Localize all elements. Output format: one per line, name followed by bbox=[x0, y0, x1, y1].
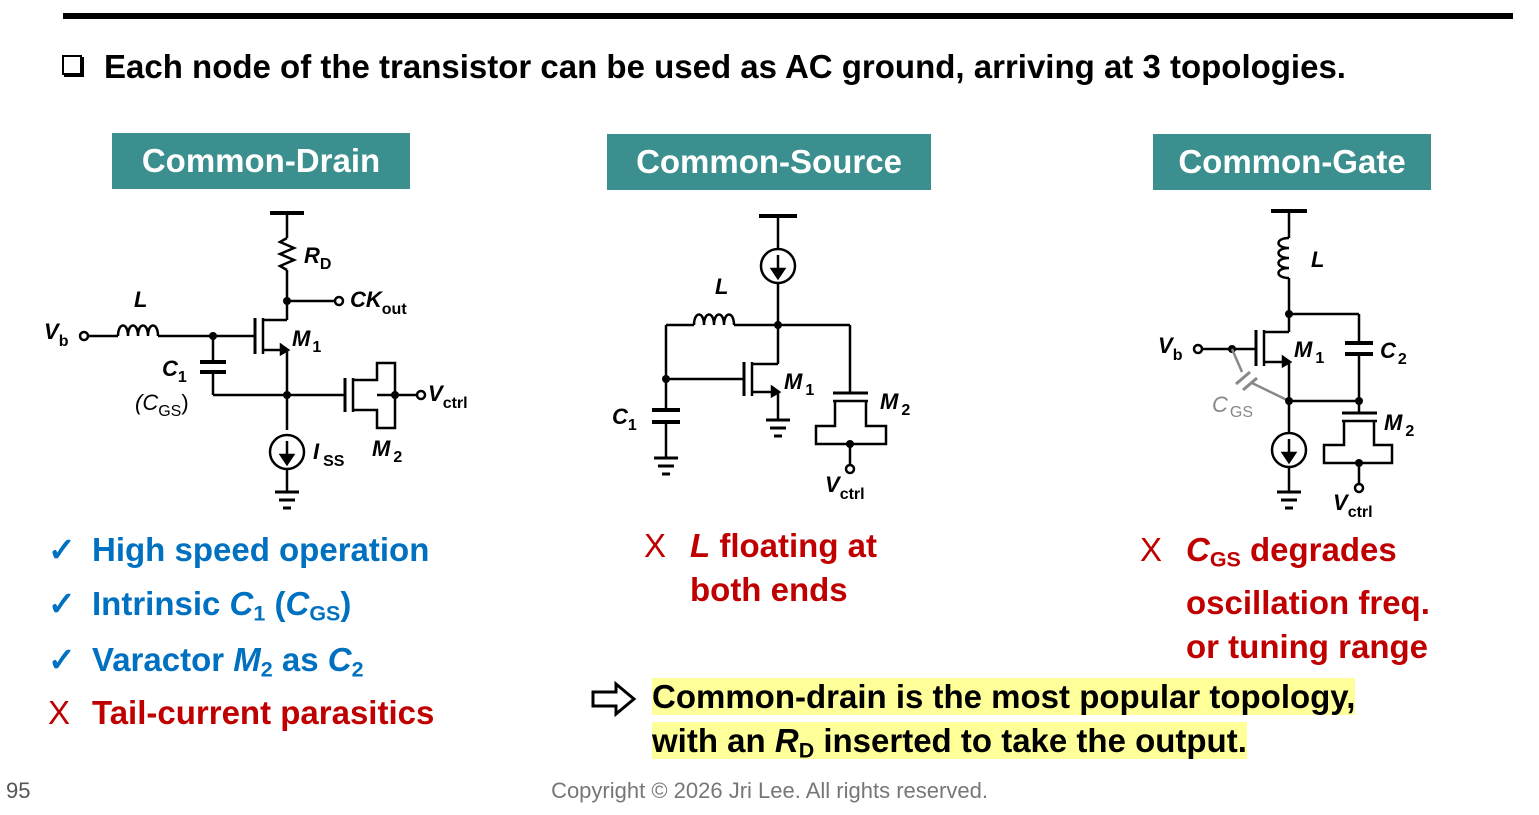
label-common-drain: Common-Drain bbox=[112, 133, 410, 189]
cs-c1-label: C1 bbox=[612, 404, 637, 434]
cd-point-3: ✓Varactor M2 as C2 bbox=[48, 641, 364, 682]
cross-icon: X bbox=[644, 527, 667, 564]
cd-rd-resistor-icon bbox=[276, 236, 298, 272]
conclusion-line-2: with an RD inserted to take the output. bbox=[652, 722, 1247, 763]
check-icon: ✓ bbox=[48, 531, 76, 568]
bullet-box-icon bbox=[62, 55, 82, 75]
cd-rd-label: RD bbox=[304, 243, 331, 273]
cd-vctrl-label: Vctrl bbox=[428, 381, 468, 412]
cs-vctrl-label: Vctrl bbox=[825, 472, 865, 503]
cd-ckout-label: CKout bbox=[350, 287, 407, 318]
cg-inductor-icon bbox=[1277, 236, 1290, 280]
check-icon: ✓ bbox=[48, 585, 76, 622]
label-common-gate: Common-Gate bbox=[1153, 134, 1431, 190]
cross-icon: X bbox=[48, 694, 71, 731]
cs-circuit bbox=[652, 214, 888, 476]
page-number: 95 bbox=[6, 778, 31, 803]
cs-l-label: L bbox=[715, 274, 728, 299]
arrow-right-icon bbox=[591, 681, 637, 717]
copyright: Copyright © 2026 Jri Lee. All rights res… bbox=[551, 778, 988, 803]
label-common-source: Common-Source bbox=[607, 134, 931, 190]
cs-inductor-icon bbox=[692, 313, 736, 326]
cross-icon: X bbox=[1140, 531, 1163, 568]
cg-l-label: L bbox=[1311, 247, 1324, 272]
cg-cgs-capacitor-icon bbox=[1230, 348, 1290, 403]
headline: Each node of the transistor can be used … bbox=[62, 48, 1346, 86]
headline-text: Each node of the transistor can be used … bbox=[104, 48, 1346, 85]
cd-inductor-icon bbox=[116, 324, 160, 337]
cd-circuit bbox=[78, 211, 427, 510]
cd-c1-label: C1 bbox=[162, 356, 187, 386]
conclusion-line-1: Common-drain is the most popular topolog… bbox=[652, 678, 1356, 715]
cg-vctrl-label: Vctrl bbox=[1333, 490, 1373, 521]
cd-cgs-label: (CGS) bbox=[135, 390, 189, 420]
check-icon: ✓ bbox=[48, 641, 76, 678]
cg-vb-label: Vb bbox=[1158, 333, 1183, 364]
cd-l-label: L bbox=[134, 287, 147, 312]
title-rule bbox=[63, 13, 1513, 19]
cd-point-1: ✓High speed operation bbox=[48, 531, 430, 568]
cd-vb-label: Vb bbox=[44, 319, 69, 350]
cg-circuit bbox=[1192, 209, 1394, 510]
cd-point-2: ✓Intrinsic C1 (CGS) bbox=[48, 585, 352, 626]
